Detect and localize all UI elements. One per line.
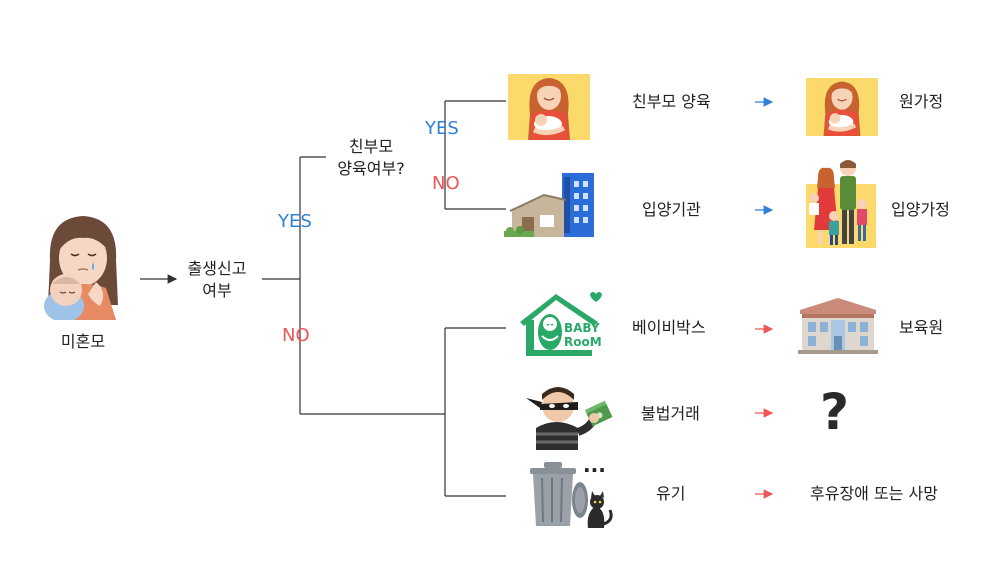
- original-family-icon: [806, 78, 878, 136]
- yes-label-sub: YES: [425, 118, 459, 139]
- result-adoptive-family: 입양가정: [891, 200, 950, 219]
- baby-room-text-2: RooM: [564, 335, 602, 349]
- orphanage-building-icon: [798, 298, 878, 354]
- adoption-agency-building-icon: [504, 173, 594, 237]
- thief-with-money-icon: [526, 387, 613, 450]
- decision-raise-line-1: 친부모: [348, 137, 394, 156]
- adoptive-family-icon: [806, 160, 876, 248]
- action-illegal-trade: 불법거래: [641, 404, 700, 423]
- yes-label-main: YES: [278, 211, 312, 232]
- decision-birth-line-1: 출생신고: [187, 259, 247, 278]
- unknown-question-mark: ?: [820, 383, 850, 441]
- action-baby-box: 베이비박스: [632, 318, 706, 337]
- decision-raise-line-2: 양육여부?: [337, 159, 405, 178]
- mother-with-baby-icon: [44, 216, 118, 320]
- result-original-family: 원가정: [899, 92, 944, 111]
- result-orphanage: 보육원: [899, 318, 944, 337]
- mother-holding-baby-icon: [508, 74, 590, 140]
- mother-label: 미혼모: [60, 332, 106, 351]
- baby-room-text-1: BABY: [564, 321, 600, 335]
- no-label-main: NO: [282, 325, 310, 346]
- action-birth-parent-raising: 친부모 양육: [632, 92, 711, 111]
- result-disability-or-death: 후유장애 또는 사망: [810, 484, 938, 503]
- trash-can-cat-icon: [530, 462, 613, 528]
- decision-birth-line-2: 여부: [202, 281, 232, 300]
- baby-room-icon: BABY RooM: [520, 292, 602, 356]
- no-label-sub: NO: [432, 173, 460, 194]
- action-abandonment: 유기: [656, 484, 686, 503]
- action-adoption-agency: 입양기관: [642, 200, 701, 219]
- ellipsis-text: ...: [583, 453, 606, 477]
